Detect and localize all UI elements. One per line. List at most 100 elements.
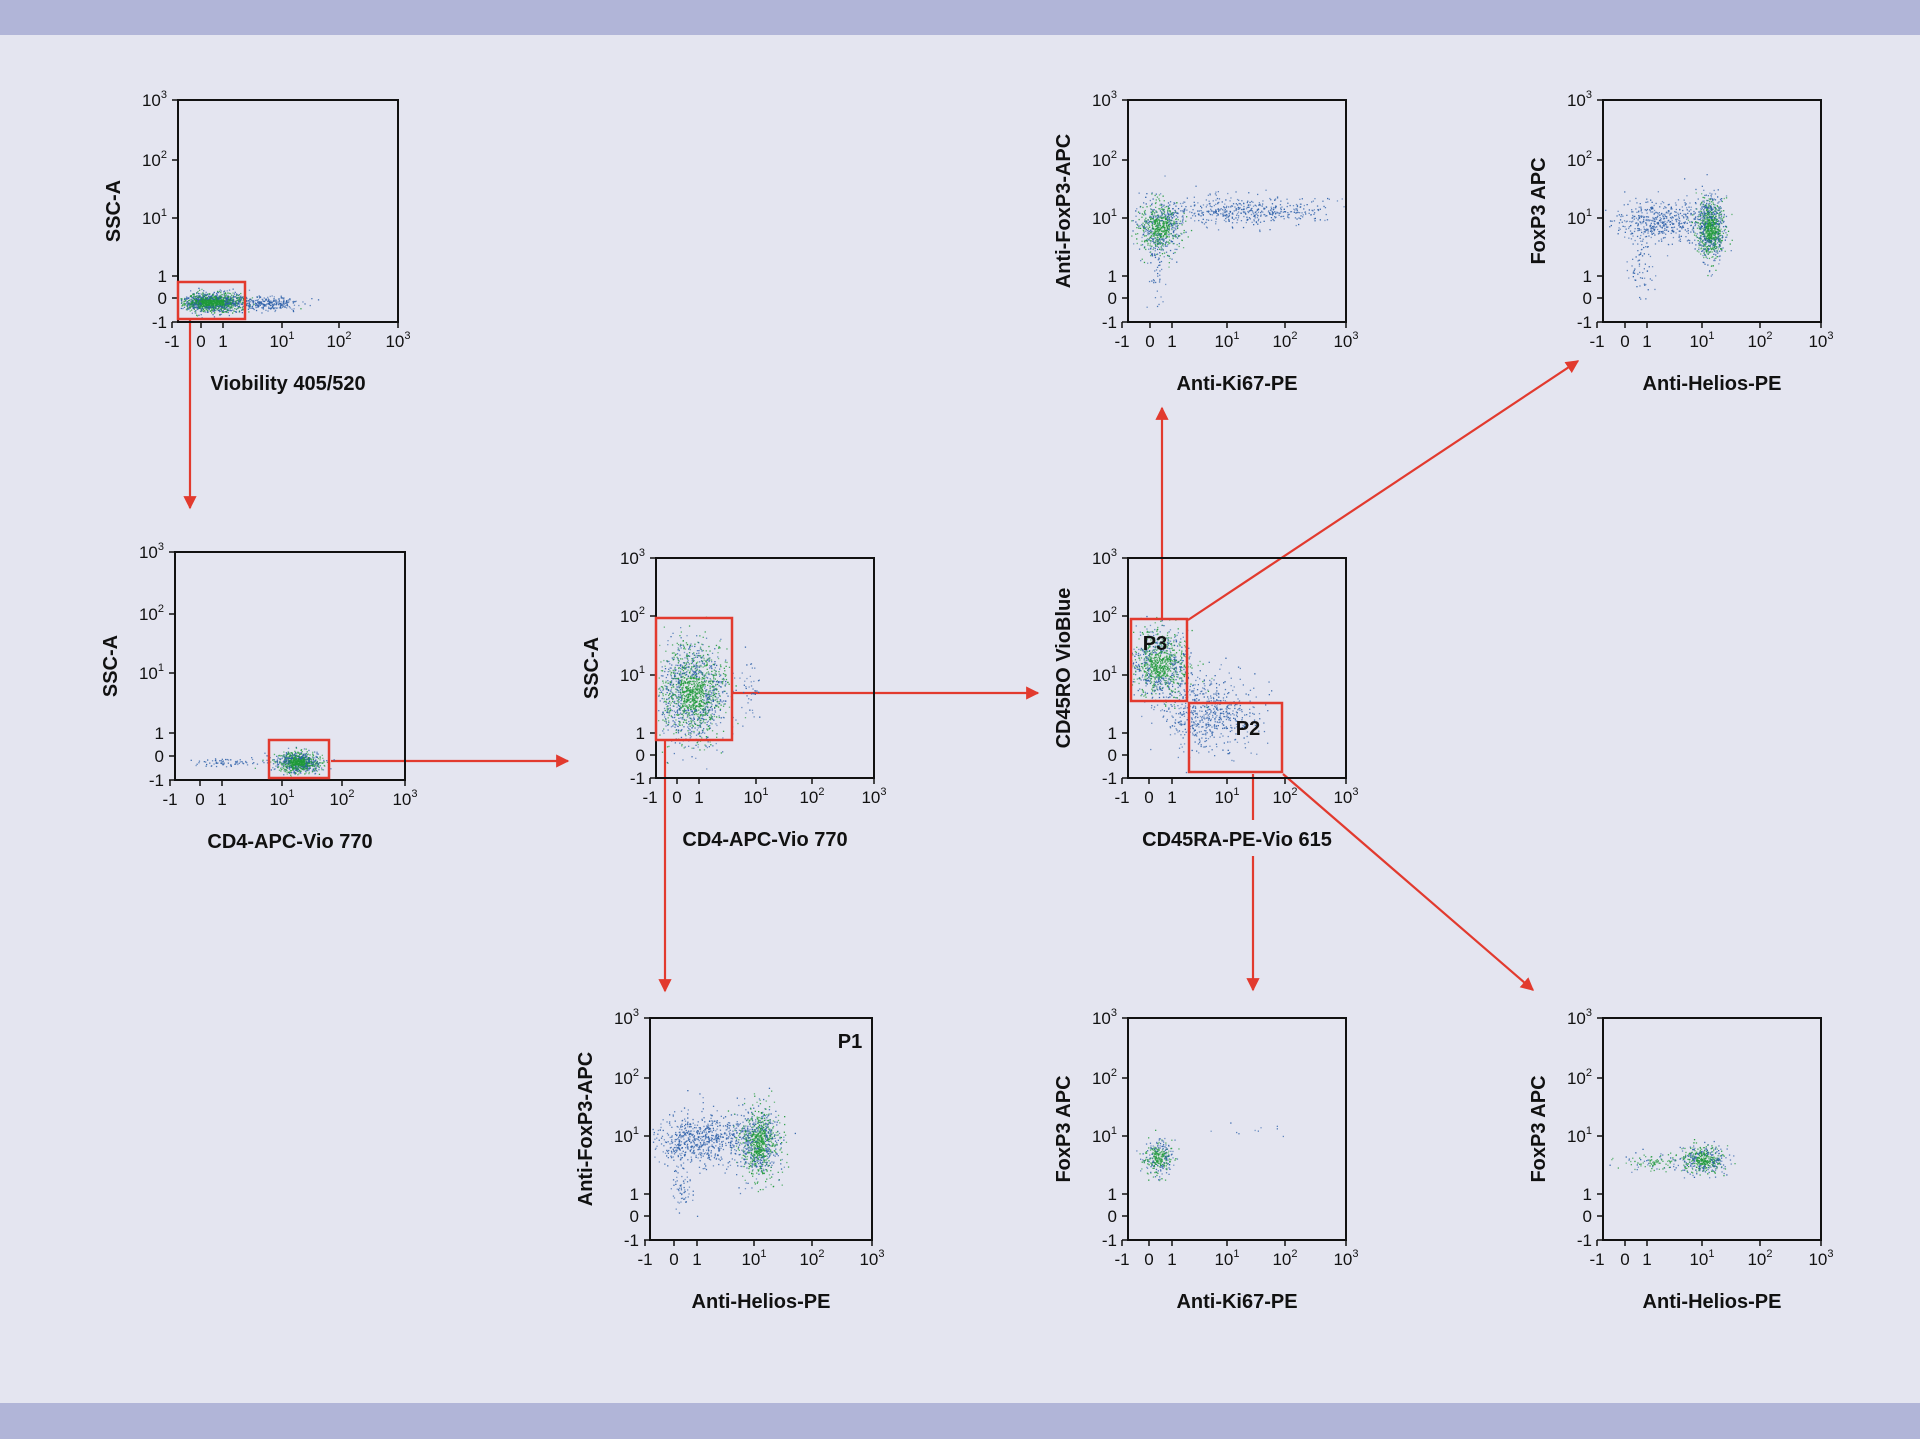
event-dot — [712, 697, 714, 699]
event-dot — [234, 760, 237, 763]
event-dot — [680, 682, 682, 684]
event-dot — [224, 299, 226, 301]
event-dot — [205, 294, 207, 296]
event-dot — [246, 300, 248, 302]
event-dot — [672, 698, 674, 700]
event-dot — [1159, 631, 1161, 633]
event-dot — [1135, 670, 1137, 672]
event-dot — [677, 704, 680, 707]
event-dot — [702, 673, 704, 675]
event-dot — [668, 712, 670, 714]
event-dot — [699, 721, 701, 724]
event-dot — [696, 635, 698, 637]
event-dot — [308, 749, 310, 752]
event-dot — [695, 709, 697, 711]
event-dot — [682, 640, 684, 642]
event-dot — [676, 642, 678, 644]
event-dot — [218, 306, 220, 309]
event-dot — [714, 693, 716, 696]
event-dot — [697, 713, 700, 715]
event-dot — [231, 304, 234, 306]
event-dot — [221, 297, 223, 299]
event-dot — [717, 652, 719, 654]
gate[interactable] — [176, 280, 247, 321]
event-dot — [1150, 639, 1152, 641]
event-dot — [683, 701, 685, 704]
event-dot — [307, 761, 309, 763]
event-dot — [1148, 650, 1150, 652]
event-dot — [1159, 643, 1162, 645]
event-dot — [1145, 656, 1147, 658]
event-dot — [1154, 656, 1156, 658]
event-dot — [698, 732, 701, 734]
event-dot — [294, 765, 296, 767]
event-dot — [707, 700, 709, 702]
event-dot — [1170, 662, 1172, 664]
event-dot — [695, 687, 697, 689]
event-dot — [1167, 632, 1169, 634]
event-dot — [658, 720, 660, 722]
event-dot — [669, 710, 671, 712]
event-dot — [314, 764, 316, 766]
event-dot — [669, 704, 671, 706]
event-dots — [180, 287, 320, 319]
event-dot — [216, 308, 218, 311]
event-dot — [318, 769, 320, 771]
gate[interactable] — [654, 616, 734, 742]
event-dot — [1168, 686, 1170, 688]
event-dot — [294, 773, 296, 775]
event-dot — [311, 756, 314, 758]
event-dot — [699, 681, 701, 684]
gate[interactable] — [267, 738, 331, 780]
event-dot — [196, 315, 199, 317]
event-dot — [274, 307, 276, 309]
event-dot — [679, 689, 682, 691]
event-dot — [204, 294, 207, 297]
event-dot — [230, 307, 232, 309]
event-dot — [206, 297, 209, 300]
event-dot — [687, 695, 689, 697]
event-dot — [1164, 681, 1166, 684]
event-dot — [308, 762, 310, 764]
event-dot — [1171, 672, 1173, 675]
event-dot — [211, 760, 214, 762]
event-dot — [695, 744, 697, 746]
event-dot — [689, 691, 691, 694]
event-dot — [198, 304, 200, 306]
event-dot — [291, 765, 293, 767]
event-dot — [717, 703, 719, 705]
event-dot — [293, 753, 296, 756]
event-dot — [202, 299, 205, 301]
event-dot — [677, 703, 679, 705]
event-dot — [706, 746, 708, 749]
event-dot — [697, 687, 699, 689]
event-dot — [679, 705, 681, 707]
event-dot — [1134, 655, 1136, 657]
event-dot — [296, 763, 298, 765]
event-dot — [221, 761, 223, 763]
event-dot — [287, 305, 289, 307]
event-dot — [1172, 678, 1175, 680]
event-dot — [689, 644, 691, 647]
event-dot — [1152, 664, 1154, 666]
event-dot — [236, 294, 238, 296]
event-dot — [701, 684, 703, 686]
event-dot — [294, 767, 296, 769]
event-dot — [712, 685, 714, 687]
event-dot — [675, 677, 677, 680]
event-dot — [705, 676, 708, 678]
event-dot — [662, 682, 665, 684]
event-dot — [700, 696, 702, 698]
event-dot — [693, 730, 695, 733]
event-dot — [1159, 660, 1162, 663]
event-dot — [225, 758, 227, 761]
event-dot — [310, 758, 312, 761]
event-dot — [1164, 660, 1166, 662]
event-dot — [1177, 686, 1179, 689]
event-dot — [697, 688, 699, 691]
event-dot — [1159, 676, 1161, 678]
y-tick-label: 101 — [620, 664, 645, 685]
event-dot — [229, 296, 231, 298]
event-dot — [1175, 652, 1178, 654]
event-dot — [288, 760, 290, 762]
